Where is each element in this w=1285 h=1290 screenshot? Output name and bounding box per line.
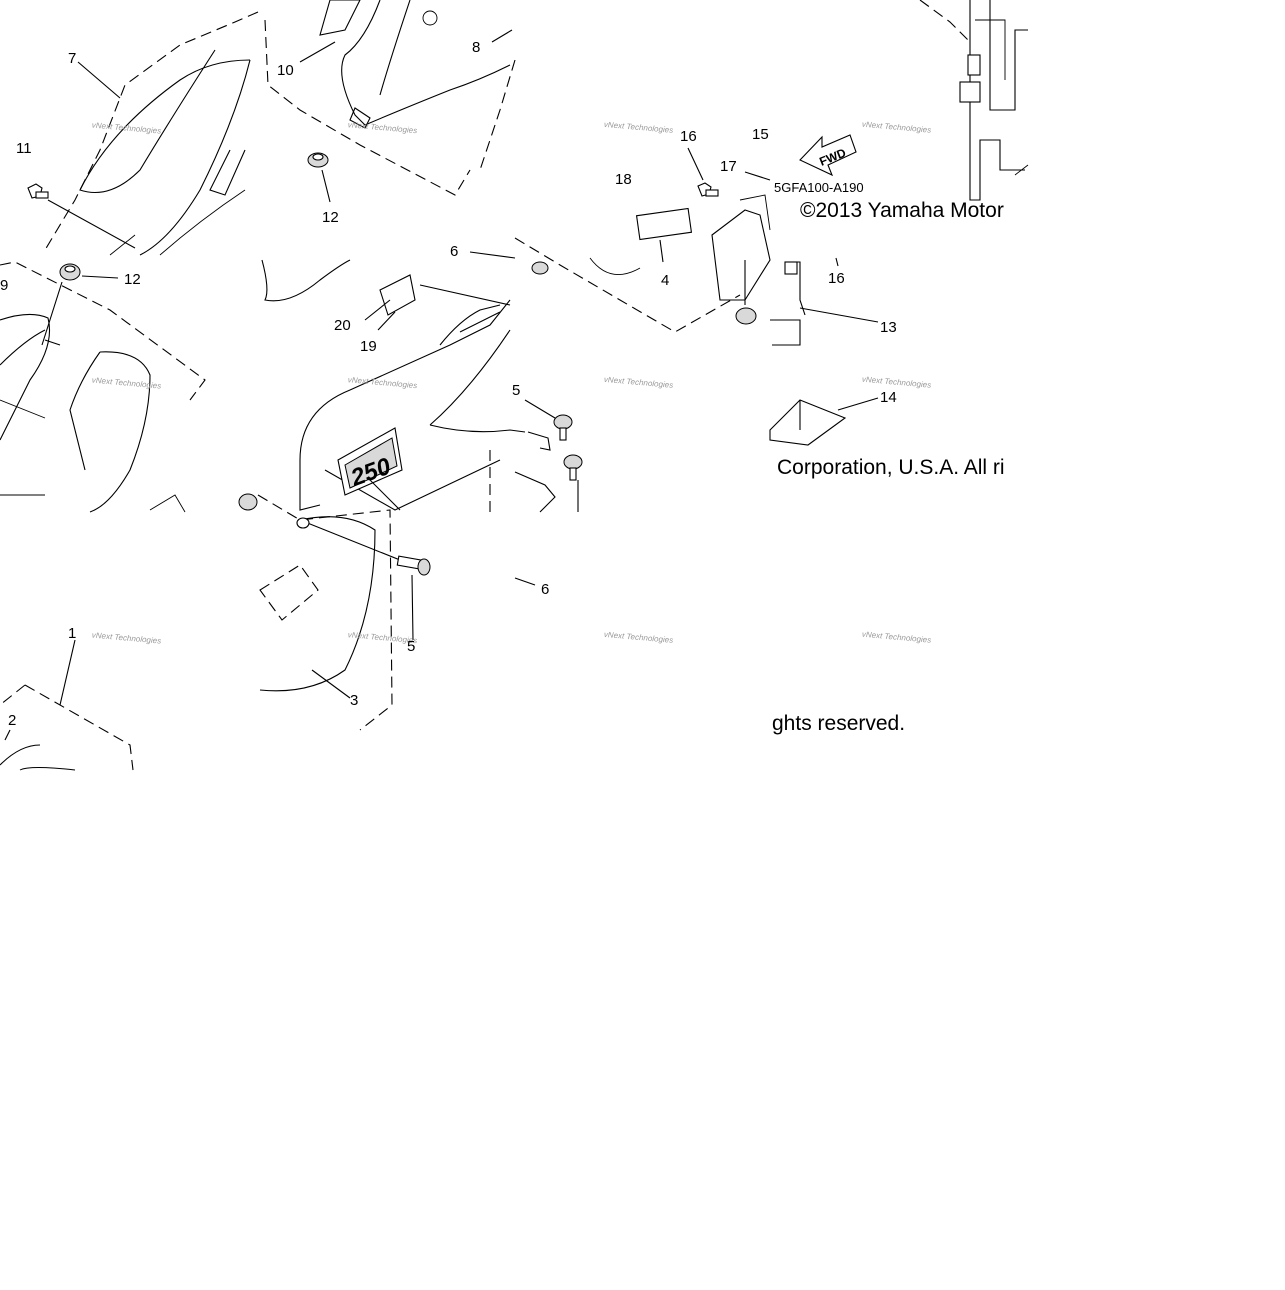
- screw-icon: [563, 454, 583, 481]
- callout-17: 17: [720, 158, 737, 175]
- grommet-icon: [59, 263, 81, 281]
- tile-center: 250: [238, 259, 511, 511]
- callout-16: 16: [680, 128, 697, 145]
- svg-text:vNext Technologies: vNext Technologies: [862, 120, 932, 135]
- grommet-icon: [238, 493, 258, 511]
- svg-text:vNext Technologies: vNext Technologies: [604, 120, 674, 135]
- callout-10: 10: [277, 62, 294, 79]
- callout-18: 18: [615, 171, 632, 188]
- callout-12: 12: [322, 209, 339, 226]
- svg-text:vNext Technologies: vNext Technologies: [91, 121, 161, 136]
- svg-text:vNext Technologies: vNext Technologies: [604, 630, 674, 645]
- callout-7: 7: [68, 50, 76, 67]
- tile-lower-center: [257, 494, 536, 731]
- bolt-icon: [27, 183, 49, 199]
- callout-15: 15: [752, 126, 769, 143]
- callout-3: 3: [350, 692, 358, 709]
- callout-19: 19: [360, 338, 377, 355]
- copyright-line-3: ghts reserved.: [772, 712, 905, 735]
- fwd-arrow-icon: FWD: [799, 134, 857, 177]
- emblem-250: 250: [337, 427, 403, 496]
- tile-far-top-right: FWD: [799, 0, 1029, 201]
- callout-1: 1: [68, 625, 76, 642]
- grommet-icon: [307, 152, 329, 168]
- callout-2: 2: [8, 712, 16, 729]
- callout-5: 5: [512, 382, 520, 399]
- part-code: 5GFA100-A190: [774, 180, 864, 195]
- svg-text:vNext Technologies: vNext Technologies: [91, 631, 161, 646]
- callout-9: 9: [0, 277, 8, 294]
- tile-lower-left: [0, 639, 134, 771]
- callout-8: 8: [472, 39, 480, 56]
- grommet-icon: [531, 261, 549, 275]
- callout-5b: 5: [407, 638, 415, 655]
- svg-text:vNext Technologies: vNext Technologies: [348, 120, 418, 135]
- callout-layer: 7 10 8 11 12 16 15 17 18 4 6 9 12 20 19 …: [0, 39, 897, 729]
- tile-top-right: [469, 147, 771, 333]
- callout-11: 11: [16, 140, 32, 157]
- grommet-icon: [735, 307, 757, 325]
- callout-20: 20: [334, 317, 351, 334]
- screw-icon: [553, 414, 573, 441]
- screw-icon: [396, 555, 431, 576]
- tile-top-left: [27, 11, 259, 256]
- tile-far-middle-right: [735, 257, 879, 446]
- callout-4: 4: [661, 272, 669, 289]
- svg-text:vNext Technologies: vNext Technologies: [862, 630, 932, 645]
- callout-13: 13: [880, 319, 897, 336]
- callout-12b: 12: [124, 271, 141, 288]
- svg-text:vNext Technologies: vNext Technologies: [604, 375, 674, 390]
- svg-text:vNext Technologies: vNext Technologies: [862, 375, 932, 390]
- callout-6b: 6: [541, 581, 549, 598]
- bolt-icon: [697, 182, 719, 197]
- tile-middle-right: [429, 399, 583, 513]
- callout-6: 6: [450, 243, 458, 260]
- tile-middle-left: [0, 261, 206, 513]
- tile-top-middle: [264, 0, 516, 203]
- callout-16b: 16: [828, 270, 845, 287]
- callout-14: 14: [880, 389, 897, 406]
- copyright-line-2: Corporation, U.S.A. All ri: [777, 456, 1005, 479]
- grommet-icon: [296, 517, 310, 529]
- svg-text:vNext Technologies: vNext Technologies: [348, 375, 418, 390]
- caption-layer: 5GFA100-A190 ©2013 Yamaha Motor Corporat…: [772, 180, 1005, 735]
- copyright-line-1: ©2013 Yamaha Motor: [800, 199, 1004, 222]
- svg-text:vNext Technologies: vNext Technologies: [91, 376, 161, 391]
